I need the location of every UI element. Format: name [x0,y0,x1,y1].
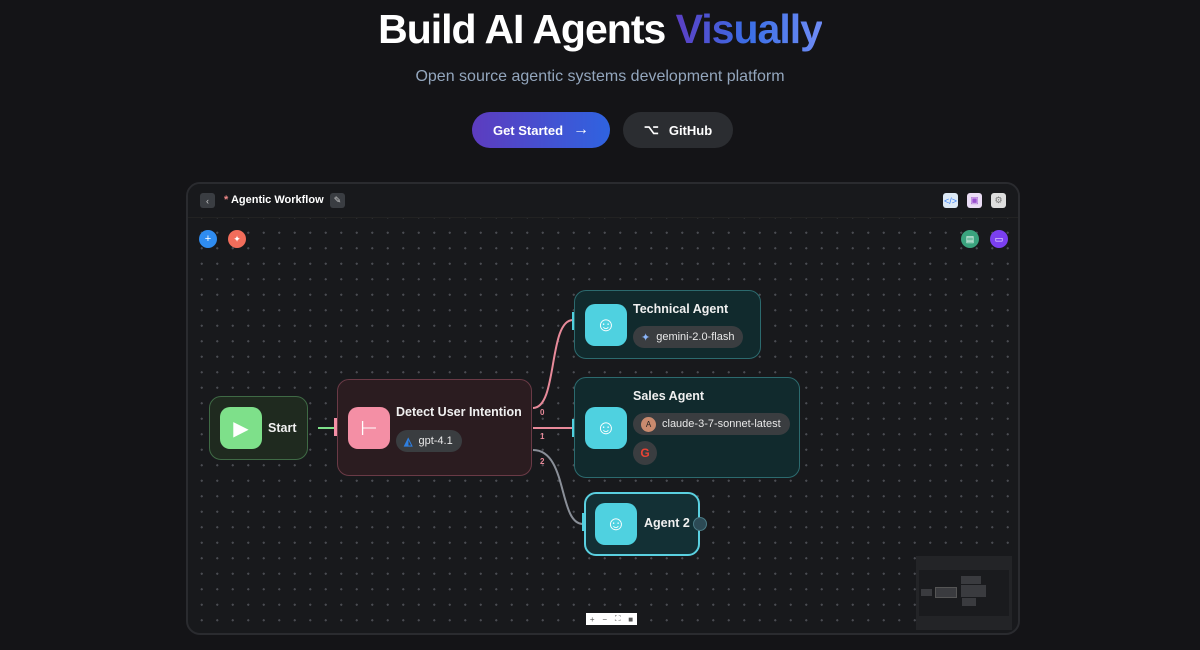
title-accent: Visually [675,6,823,52]
hero-title: Build AI Agents Visually [0,6,1200,53]
zoom-controls: +−⛶ ■ [586,613,637,625]
minimap[interactable] [916,556,1012,630]
agent2-output-handle[interactable] [693,517,707,531]
editor-toolbar: ‹ * Agentic Workflow ✎ </> ▣ ⚙ [188,184,1018,218]
edge-router-agent2 [532,449,584,525]
router-icon: ⊢ [348,407,390,449]
edges [318,319,584,525]
zoom-in-icon[interactable]: + [589,614,595,624]
github-label: GitHub [668,122,713,138]
github-icon: ⌥ [643,122,659,137]
get-started-label: Get Started [492,122,564,138]
output-label-2: 2 [540,457,545,466]
hero-subtitle: Open source agentic systems development … [415,68,785,85]
save-button[interactable]: ▣ [967,193,982,208]
robot-icon: ☺ [585,304,627,346]
fit-view-icon[interactable]: ⛶ [614,614,621,623]
node-label: Detect User Intention [396,405,522,419]
node-start[interactable]: ▶ Start [209,396,308,460]
workflow-editor[interactable]: ‹ * Agentic Workflow ✎ </> ▣ ⚙ + ✦ ▤ ▭ ▶… [186,182,1020,635]
run-log-button[interactable]: ▤ [961,230,979,248]
node-agent-2[interactable]: ☺ Agent 2 [584,492,700,556]
output-label-0: 0 [540,408,545,417]
azure-icon: ◭ [404,435,413,448]
edit-name-button[interactable]: ✎ [330,193,345,208]
node-technical-agent[interactable]: ☺ Technical Agent ✦ gemini-2.0-flash [574,290,761,359]
model-name: gemini-2.0-flash [656,331,735,343]
zoom-out-icon[interactable]: − [602,614,608,624]
anthropic-icon: A [641,416,656,432]
workflow-name: Agentic Workflow [230,194,324,206]
router-input-handle[interactable] [334,418,339,436]
robot-icon: ☺ [595,503,637,545]
model-badge: ◭ gpt-4.1 [396,430,462,452]
node-label: Technical Agent [633,302,729,316]
settings-button[interactable]: ⚙ [991,193,1006,208]
output-label-1: 1 [540,432,545,441]
title-main: Build AI Agents [378,6,676,52]
model-name: claude-3-7-sonnet-latest [662,418,781,430]
gemini-icon: ✦ [641,331,651,344]
edge-router-technical [532,319,574,409]
google-icon[interactable]: G [633,441,657,465]
code-button[interactable]: </> [943,193,958,208]
workflow-title: * Agentic Workflow [224,194,324,206]
robot-icon: ☺ [585,407,627,449]
github-button[interactable]: ⌥ GitHub [623,112,733,148]
play-icon: ▶ [220,407,262,449]
node-label: Start [268,421,297,435]
back-button[interactable]: ‹ [200,193,215,208]
node-label: Agent 2 [644,516,690,530]
node-label: Sales Agent [633,389,705,403]
ai-generate-button[interactable]: ✦ [228,230,246,248]
unsaved-marker: * [224,194,229,206]
lock-icon[interactable]: ■ [628,614,634,624]
model-name: gpt-4.1 [418,435,453,447]
arrow-right-icon: → [573,121,590,138]
add-node-button[interactable]: + [199,230,217,248]
model-badge: ✦ gemini-2.0-flash [633,326,744,348]
node-detect-user-intention[interactable]: ⊢ Detect User Intention ◭ gpt-4.1 [337,379,532,476]
get-started-button[interactable]: Get Started → [472,112,610,148]
chat-button[interactable]: ▭ [990,230,1008,248]
